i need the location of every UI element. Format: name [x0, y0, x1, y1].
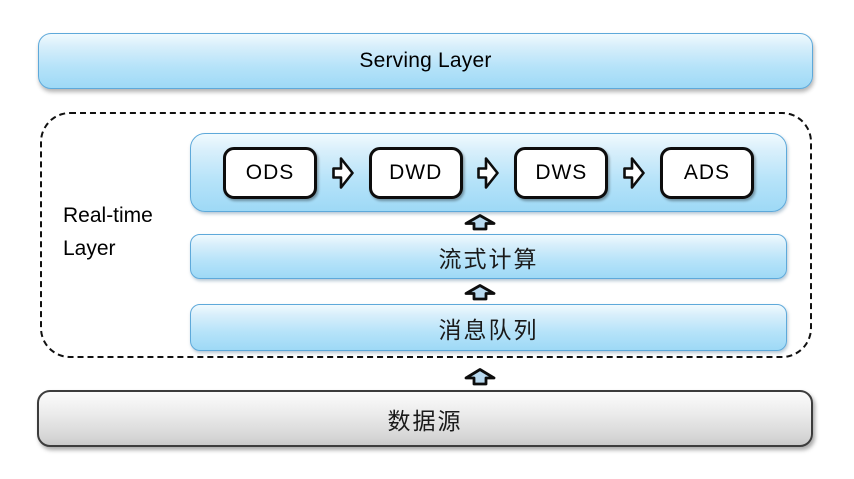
- block-arrow-up-icon: [464, 284, 496, 301]
- stage-box-dws: DWS: [514, 146, 609, 199]
- block-arrow-up-icon: [464, 368, 496, 386]
- block-arrow-right-icon: [477, 156, 500, 189]
- realtime-layer-label: Real-time Layer: [63, 199, 153, 265]
- message-queue-label: 消息队列: [438, 317, 539, 343]
- stage-box-dwd: DWD: [368, 146, 463, 199]
- data-source-bar: 数据源: [37, 390, 813, 447]
- block-arrow-right-icon: [623, 156, 645, 189]
- stream-computing-label: 流式计算: [438, 246, 539, 272]
- data-source-label: 数据源: [387, 408, 463, 434]
- serving-layer-label: Serving Layer: [359, 49, 492, 72]
- realtime-layer-label-line1: Real-time: [63, 204, 153, 227]
- realtime-layer-label-line2: Layer: [63, 237, 116, 260]
- stage-box-ads: ADS: [659, 146, 754, 199]
- block-arrow-up-icon: [464, 214, 496, 231]
- stream-computing-bar: 流式计算: [190, 234, 787, 279]
- block-arrow-right-icon: [332, 156, 354, 189]
- pipeline-bar: ODS DWD DWS ADS: [190, 133, 787, 212]
- stage-box-ods: ODS: [223, 146, 317, 199]
- realtime-layer-container: [40, 112, 812, 358]
- message-queue-bar: 消息队列: [190, 304, 787, 351]
- serving-layer-bar: Serving Layer: [38, 33, 813, 89]
